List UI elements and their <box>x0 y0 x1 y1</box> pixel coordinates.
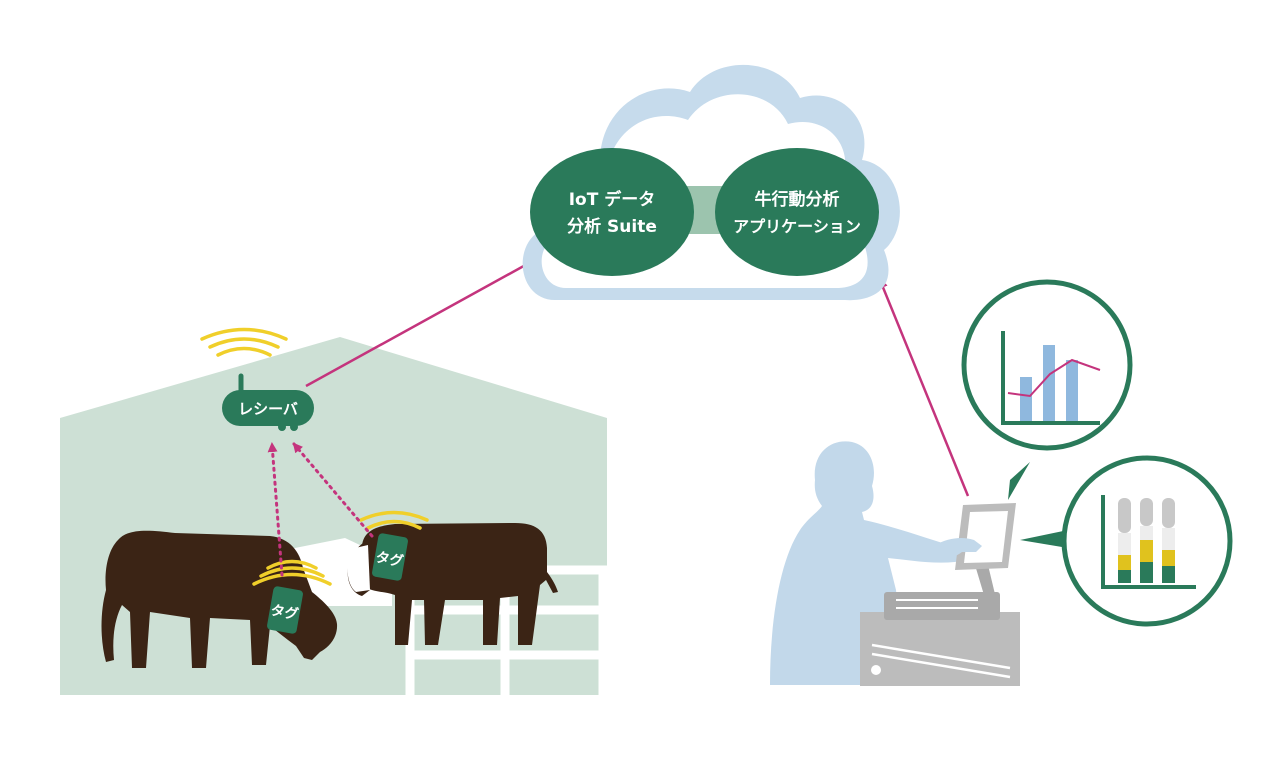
tag-right-wifi-icon <box>359 510 429 530</box>
operator-hand <box>934 537 982 559</box>
receiver-device <box>222 390 314 426</box>
operator-silhouette <box>770 441 978 685</box>
receiver-led <box>290 423 298 431</box>
tag-right: タグ <box>372 533 408 581</box>
app-node-line2: アプリケーション <box>733 217 861 236</box>
pos-terminal <box>860 503 1020 686</box>
cloud: IoT データ 分析 Suite 牛行動分析 アプリケーション <box>522 64 900 301</box>
signal-arrow-right <box>292 442 374 538</box>
tag-left-wifi-icon <box>252 559 332 586</box>
tag-right-label: タグ <box>374 549 405 571</box>
bubble-stacked-bar-chart <box>1020 455 1233 627</box>
bubble-bar-line-chart <box>961 279 1133 500</box>
iot-node-line2: 分析 Suite <box>567 216 657 237</box>
tag-left: タグ <box>267 586 303 634</box>
iot-node-line1: IoT データ <box>569 189 656 210</box>
tag-left-label: タグ <box>269 602 300 624</box>
receiver-wifi-icon <box>200 327 288 357</box>
receiver-led <box>278 423 286 431</box>
uplink-arrow-receiver <box>305 255 542 388</box>
chart-icon-stacked-bars <box>1101 495 1196 589</box>
cattle-behavior-app-node <box>715 148 879 276</box>
receiver-label: レシーバ <box>238 400 298 418</box>
chart-icon-bar-line <box>1001 331 1101 425</box>
uplink-arrow-operator <box>878 278 970 497</box>
app-node-line1: 牛行動分析 <box>755 189 840 210</box>
cow-right-face-patch <box>347 545 370 592</box>
signal-arrow-left <box>267 442 284 577</box>
iot-data-suite-node <box>530 148 694 276</box>
